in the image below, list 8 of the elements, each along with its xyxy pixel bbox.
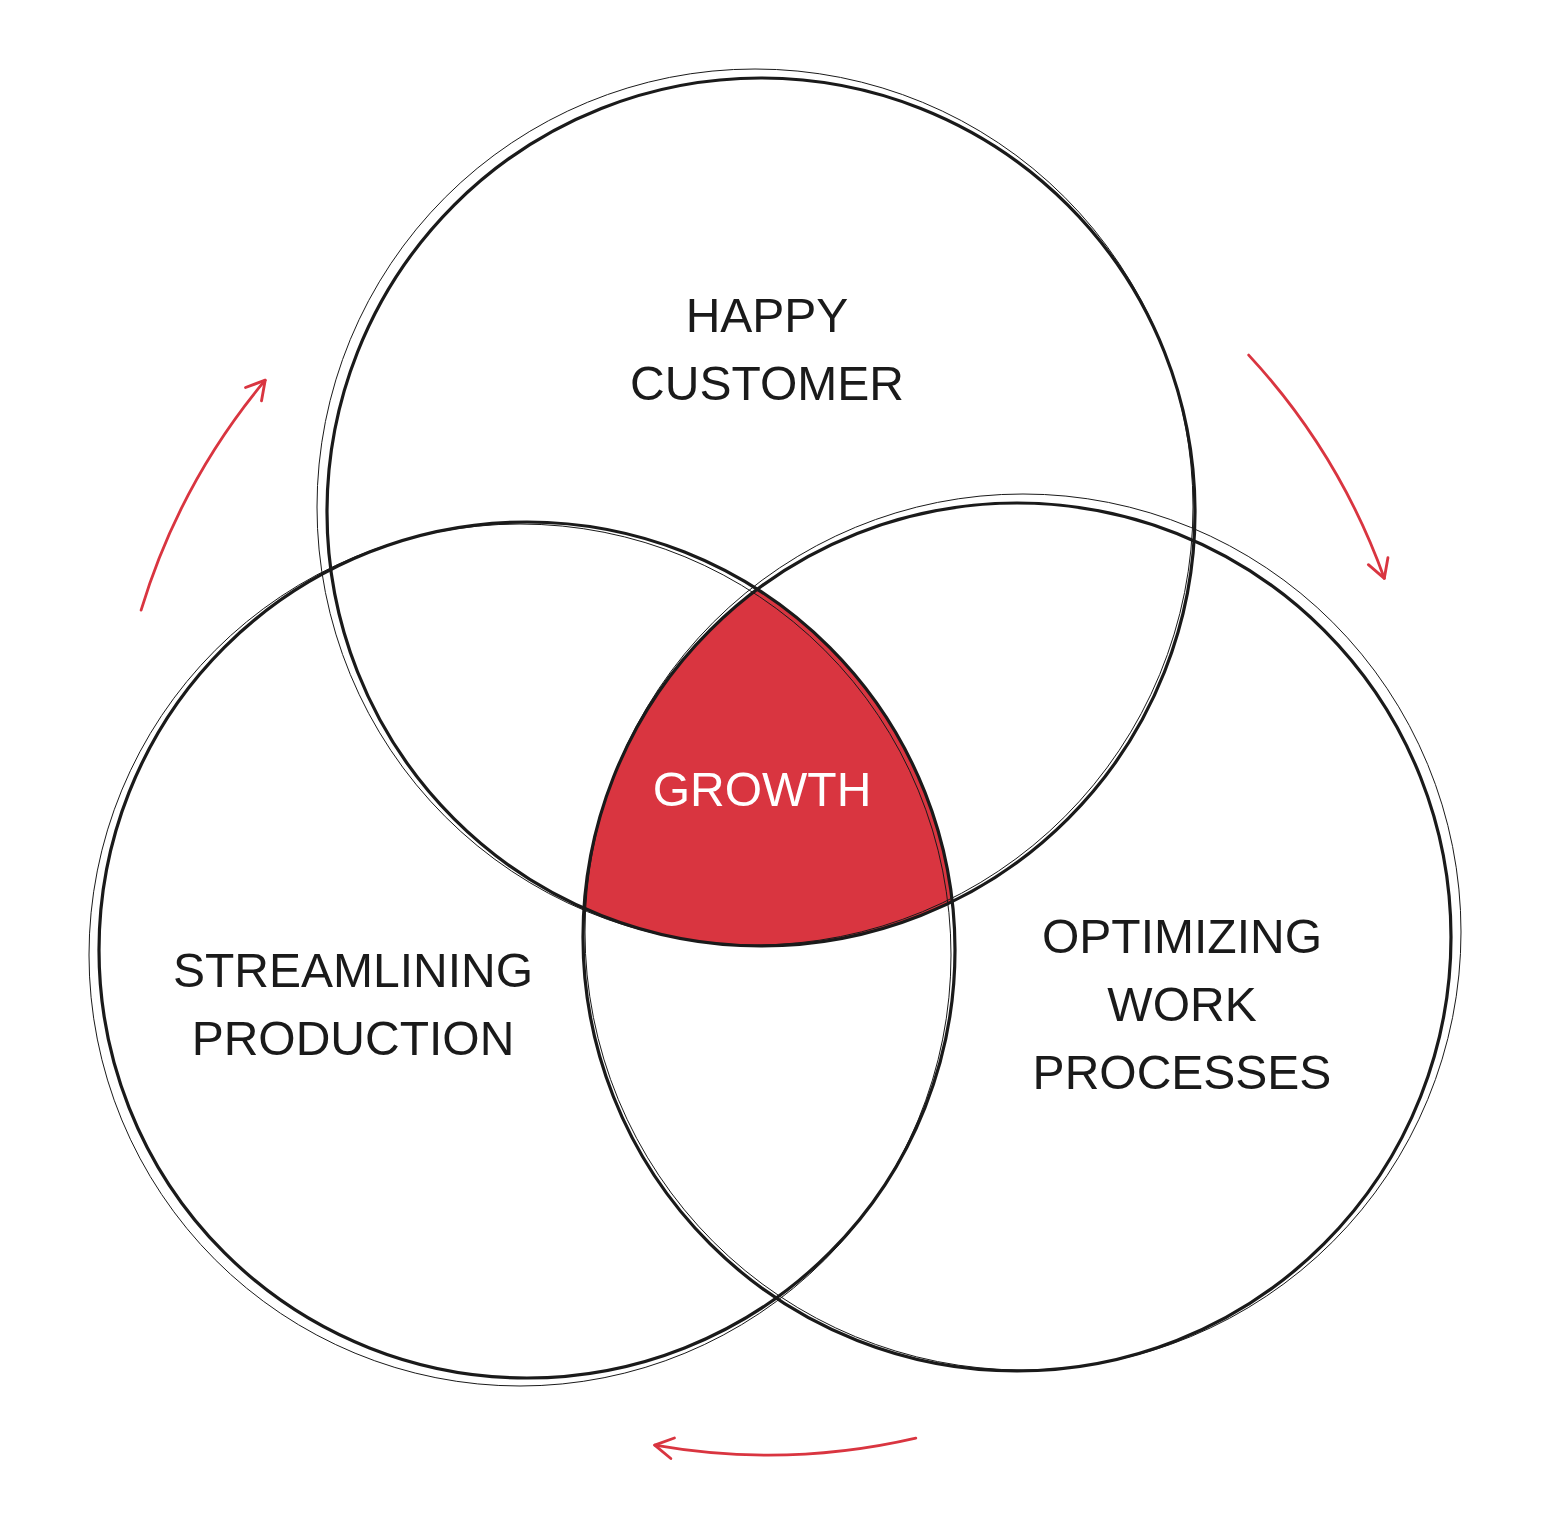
overlap-region: [583, 589, 953, 946]
curved-arrow: [1247, 353, 1389, 580]
circle-label: STREAMLINING PRODUCTION: [171, 943, 534, 1067]
circle-label: HAPPY CUSTOMER: [629, 288, 905, 412]
curved-arrow: [139, 378, 267, 612]
curved-arrow: [653, 1435, 918, 1460]
overlap-label: GROWTH: [652, 762, 872, 818]
circle-label: OPTIMIZING WORK PROCESSES: [1031, 909, 1333, 1101]
